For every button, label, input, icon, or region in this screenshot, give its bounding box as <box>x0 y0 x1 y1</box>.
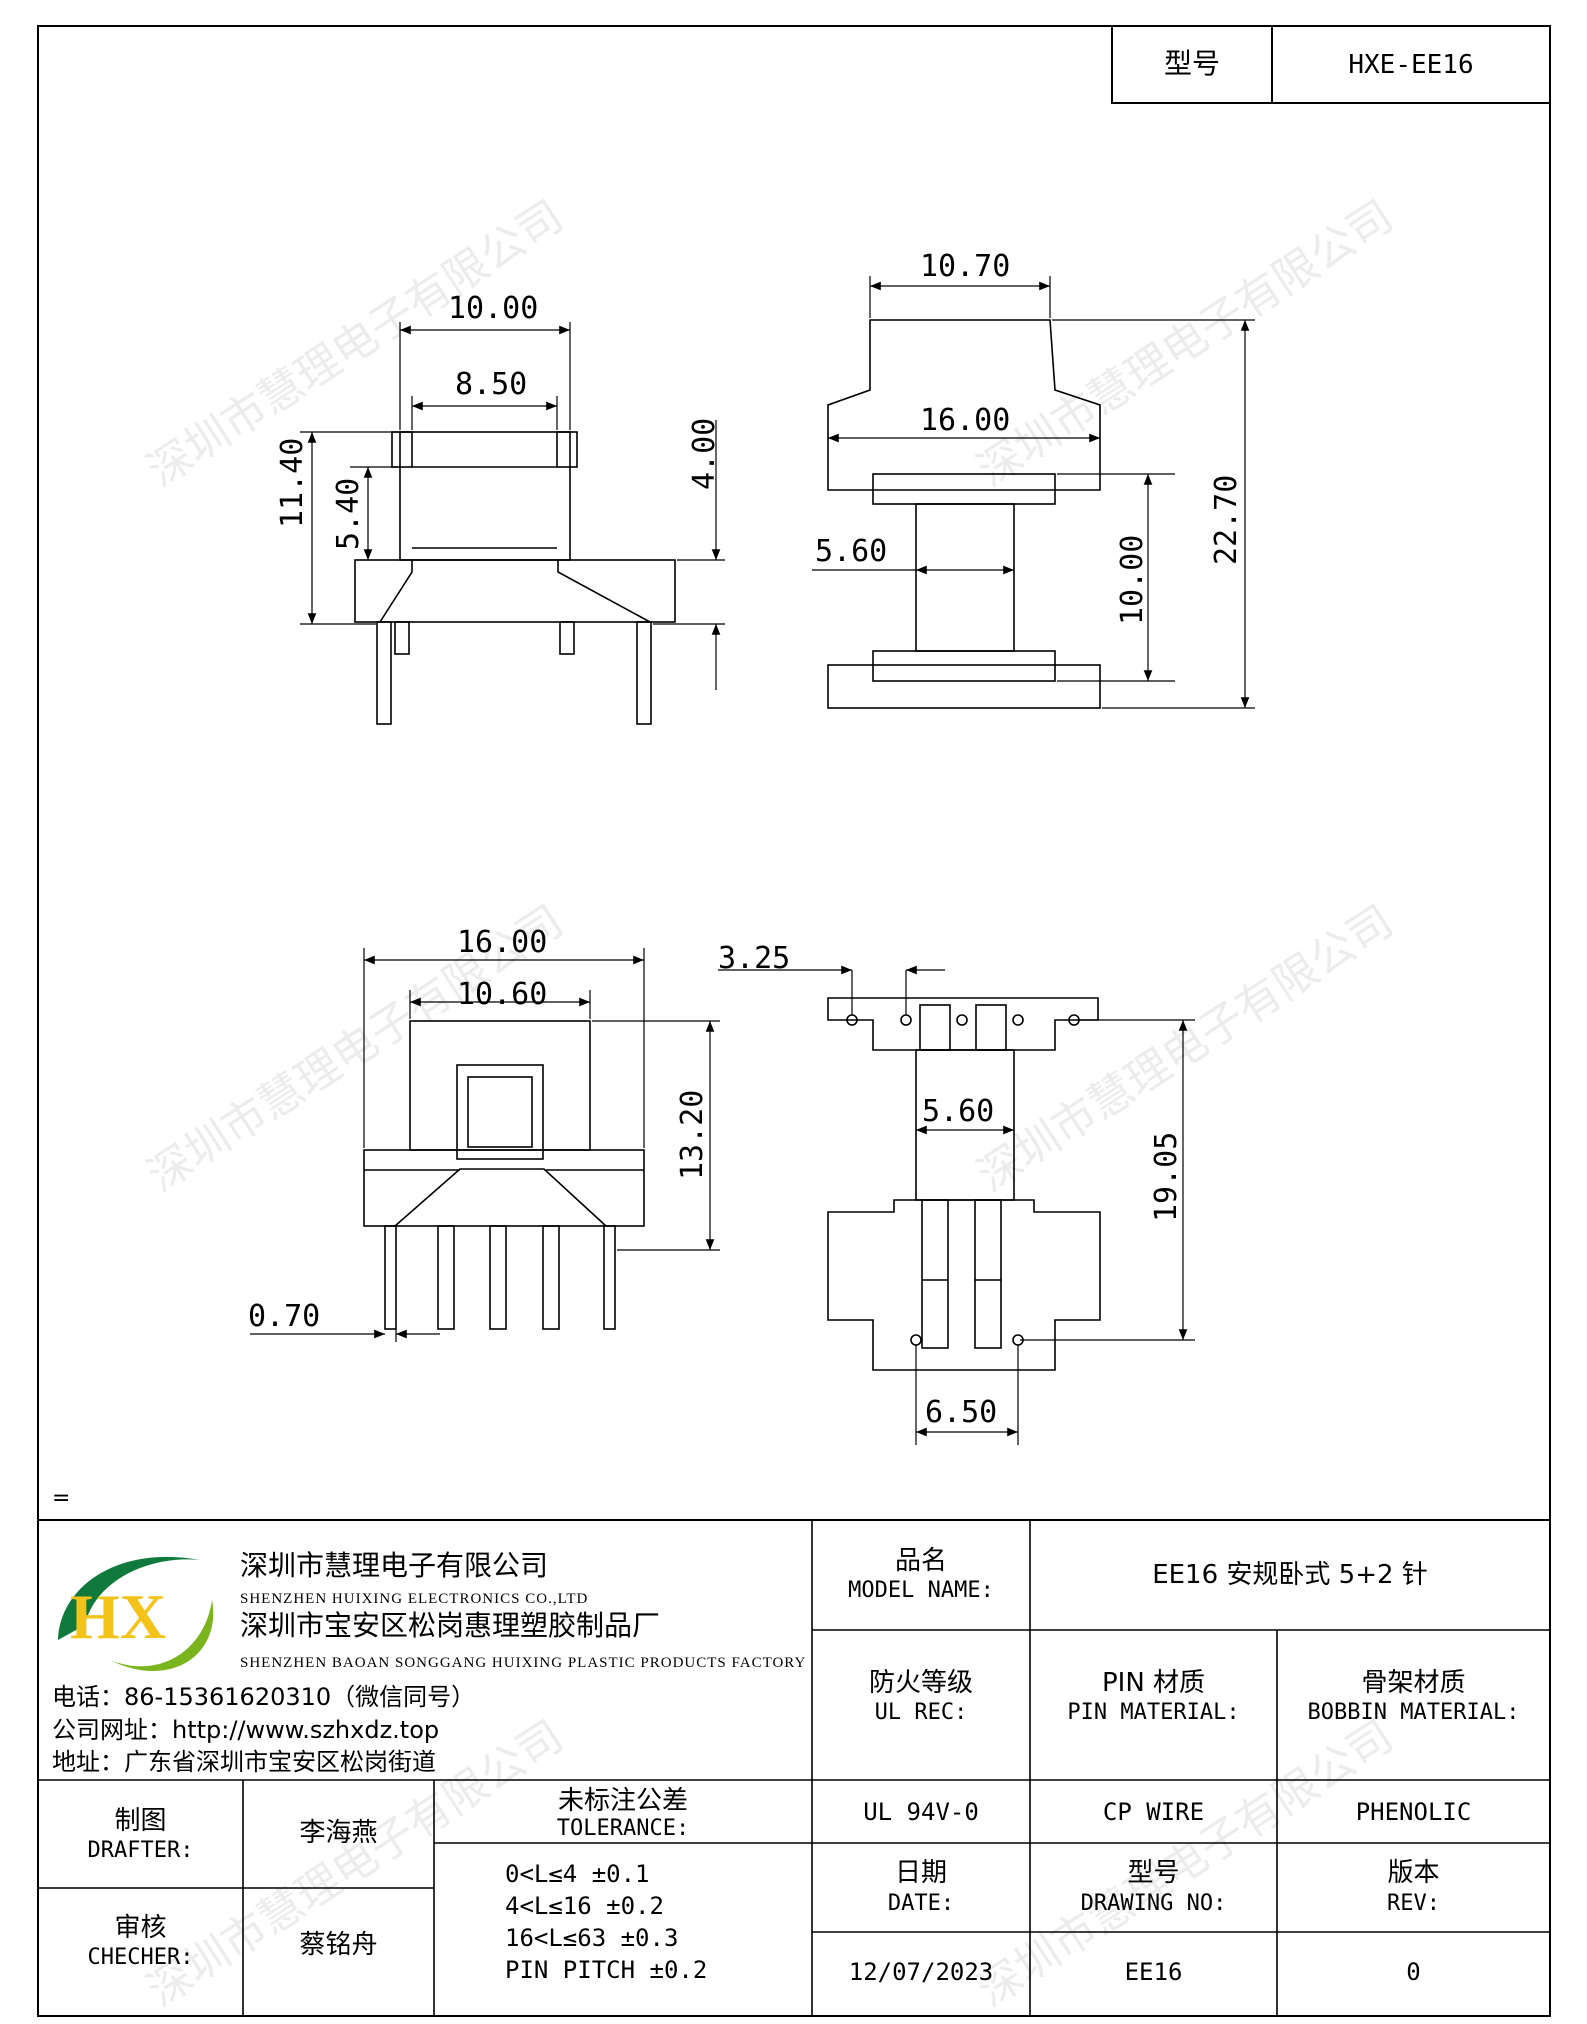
dim-label: 5.60 <box>922 1094 995 1129</box>
ul-label-en: UL REC: <box>874 1700 968 1725</box>
company-logo <box>58 1556 214 1672</box>
drawing-value: EE16 <box>1124 1958 1183 1986</box>
dim-label: 11.40 <box>275 437 310 528</box>
dim-label: 19.05 <box>1149 1131 1184 1222</box>
dim-label: 0.70 <box>248 1299 321 1334</box>
dim-label: 3.25 <box>718 941 791 976</box>
rev-label-cn: 版本 <box>1387 1858 1440 1888</box>
model-name-label-en: MODEL NAME: <box>848 1578 994 1603</box>
dim-label: 10.60 <box>457 977 548 1012</box>
dim-label: 22.70 <box>1209 474 1244 565</box>
dim-label: 16.00 <box>920 403 1011 438</box>
ul-label-cn: 防火等级 <box>868 1668 973 1698</box>
model-name-label-cn: 品名 <box>894 1546 947 1576</box>
factory-name-en: SHENZHEN BAOAN SONGGANG HUIXING PLASTIC … <box>240 1655 807 1671</box>
dim-label: 6.50 <box>925 1395 998 1430</box>
tolerance-label-cn: 未标注公差 <box>557 1786 688 1816</box>
model-value: HXE-EE16 <box>1348 50 1474 80</box>
dim-label: 10.00 <box>1115 534 1150 625</box>
company-phone: 电话：86-15361620310（微信同号） <box>52 1683 476 1711</box>
pin-value: CP WIRE <box>1102 1798 1205 1826</box>
ul-value: UL 94V-0 <box>863 1798 979 1826</box>
tolerance-row: 0<L≤4 ±0.1 <box>505 1860 650 1888</box>
company-address: 地址：广东省深圳市宝安区松岗街道 <box>52 1748 436 1776</box>
tolerance-row: PIN PITCH ±0.2 <box>505 1956 708 1984</box>
bobbin-label-cn: 骨架材质 <box>1361 1668 1466 1698</box>
dim-label: 13.20 <box>675 1089 710 1180</box>
checker-label-cn: 审核 <box>114 1913 167 1943</box>
company-name-cn: 深圳市慧理电子有限公司 <box>240 1549 549 1582</box>
date-value: 12/07/2023 <box>848 1958 994 1986</box>
pin-label-en: PIN MATERIAL: <box>1067 1700 1240 1725</box>
company-name-en: SHENZHEN HUIXING ELECTRONICS CO.,LTD <box>240 1591 589 1607</box>
factory-name-cn: 深圳市宝安区松岗惠理塑胶制品厂 <box>240 1609 661 1642</box>
dim-label: 10.70 <box>920 249 1011 284</box>
drafter-value: 李海燕 <box>299 1818 378 1848</box>
model-label: 型号 <box>1163 47 1220 80</box>
dim-label: 4.00 <box>687 417 722 490</box>
tolerance-row: 4<L≤16 ±0.2 <box>505 1892 664 1920</box>
dim-label: 5.60 <box>815 534 888 569</box>
logo-text: HX <box>70 1581 166 1652</box>
model-name-value: EE16 安规卧式 5+2 针 <box>1152 1560 1428 1590</box>
pin-label-cn: PIN 材质 <box>1101 1668 1206 1698</box>
drafter-label-cn: 制图 <box>114 1806 167 1836</box>
company-website: 公司网址：http://www.szhxdz.top <box>52 1716 440 1744</box>
tolerance-label-en: TOLERANCE: <box>556 1816 690 1841</box>
tolerance-row: 16<L≤63 ±0.3 <box>505 1924 679 1952</box>
checker-label-en: CHECHER: <box>87 1945 194 1970</box>
rev-label-en: REV: <box>1387 1891 1440 1916</box>
rev-value: 0 <box>1406 1958 1421 1986</box>
note-mark: = <box>52 1486 71 1511</box>
dim-label: 10.00 <box>448 291 539 326</box>
date-label-en: DATE: <box>887 1891 955 1916</box>
checker-value: 蔡铭舟 <box>299 1930 378 1960</box>
date-label-cn: 日期 <box>894 1858 947 1888</box>
drafter-label-en: DRAFTER: <box>87 1838 194 1863</box>
drawing-label-en: DRAWING NO: <box>1080 1891 1227 1916</box>
dim-label: 5.40 <box>331 477 366 550</box>
bobbin-value: PHENOLIC <box>1355 1798 1472 1826</box>
dim-label: 8.50 <box>455 367 528 402</box>
bobbin-label-en: BOBBIN MATERIAL: <box>1307 1700 1520 1725</box>
drawing-label-cn: 型号 <box>1127 1858 1180 1888</box>
dim-label: 16.00 <box>457 925 548 960</box>
